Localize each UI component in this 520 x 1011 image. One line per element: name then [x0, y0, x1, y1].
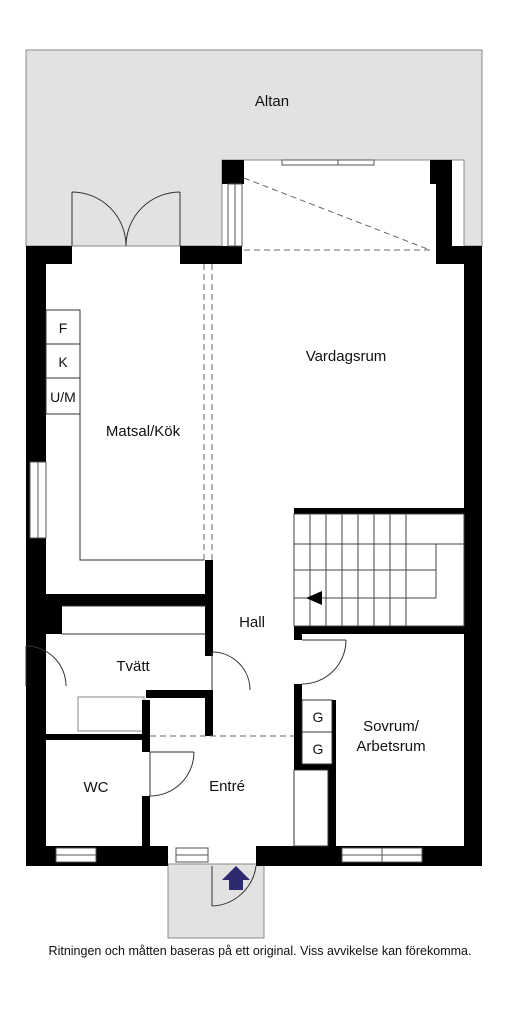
disclaimer-text: Ritningen och måtten baseras på ett orig…: [48, 944, 472, 958]
oven-box: [45, 377, 81, 415]
freezer-label: F: [59, 320, 68, 336]
freezer-box: [45, 309, 81, 345]
wardrobe-1-label: G: [313, 709, 324, 725]
dashed-lines: [150, 177, 431, 737]
interior-walls: [46, 508, 464, 848]
tvatt-floor-white: [77, 696, 145, 732]
interior-floors: [46, 178, 464, 846]
room-label-entre: Entré: [209, 778, 245, 795]
entrance-arrow-icon: [222, 866, 250, 890]
room-label-sovrum-line1: Sovrum/: [363, 718, 420, 735]
room-label-hall: Hall: [239, 614, 265, 631]
wardrobe-2-label: G: [313, 741, 324, 757]
doors: [25, 191, 347, 907]
fridge-label: K: [58, 354, 68, 370]
room-label-tvatt: Tvätt: [116, 658, 150, 675]
altan-area: [25, 49, 483, 247]
room-label-sovrum-line2: Arbetsrum: [356, 738, 425, 755]
wardrobe-1-box: [301, 699, 333, 733]
room-label-matsal-kok: Matsal/Kök: [106, 423, 181, 440]
wardrobe-2-box: [301, 731, 333, 765]
entrance-step: [167, 863, 265, 939]
room-label-altan: Altan: [255, 93, 289, 110]
staircase: [293, 513, 465, 627]
room-label-vardagsrum: Vardagsrum: [306, 348, 387, 365]
room-label-wc: WC: [84, 779, 109, 796]
kitchen-appliances: [45, 309, 81, 415]
oven-micro-label: U/M: [50, 389, 76, 405]
stair-direction-arrow: [306, 591, 322, 605]
entry-closet: [293, 769, 329, 847]
windows: [29, 159, 423, 863]
fridge-box: [45, 343, 81, 379]
wardrobes: [301, 699, 333, 765]
